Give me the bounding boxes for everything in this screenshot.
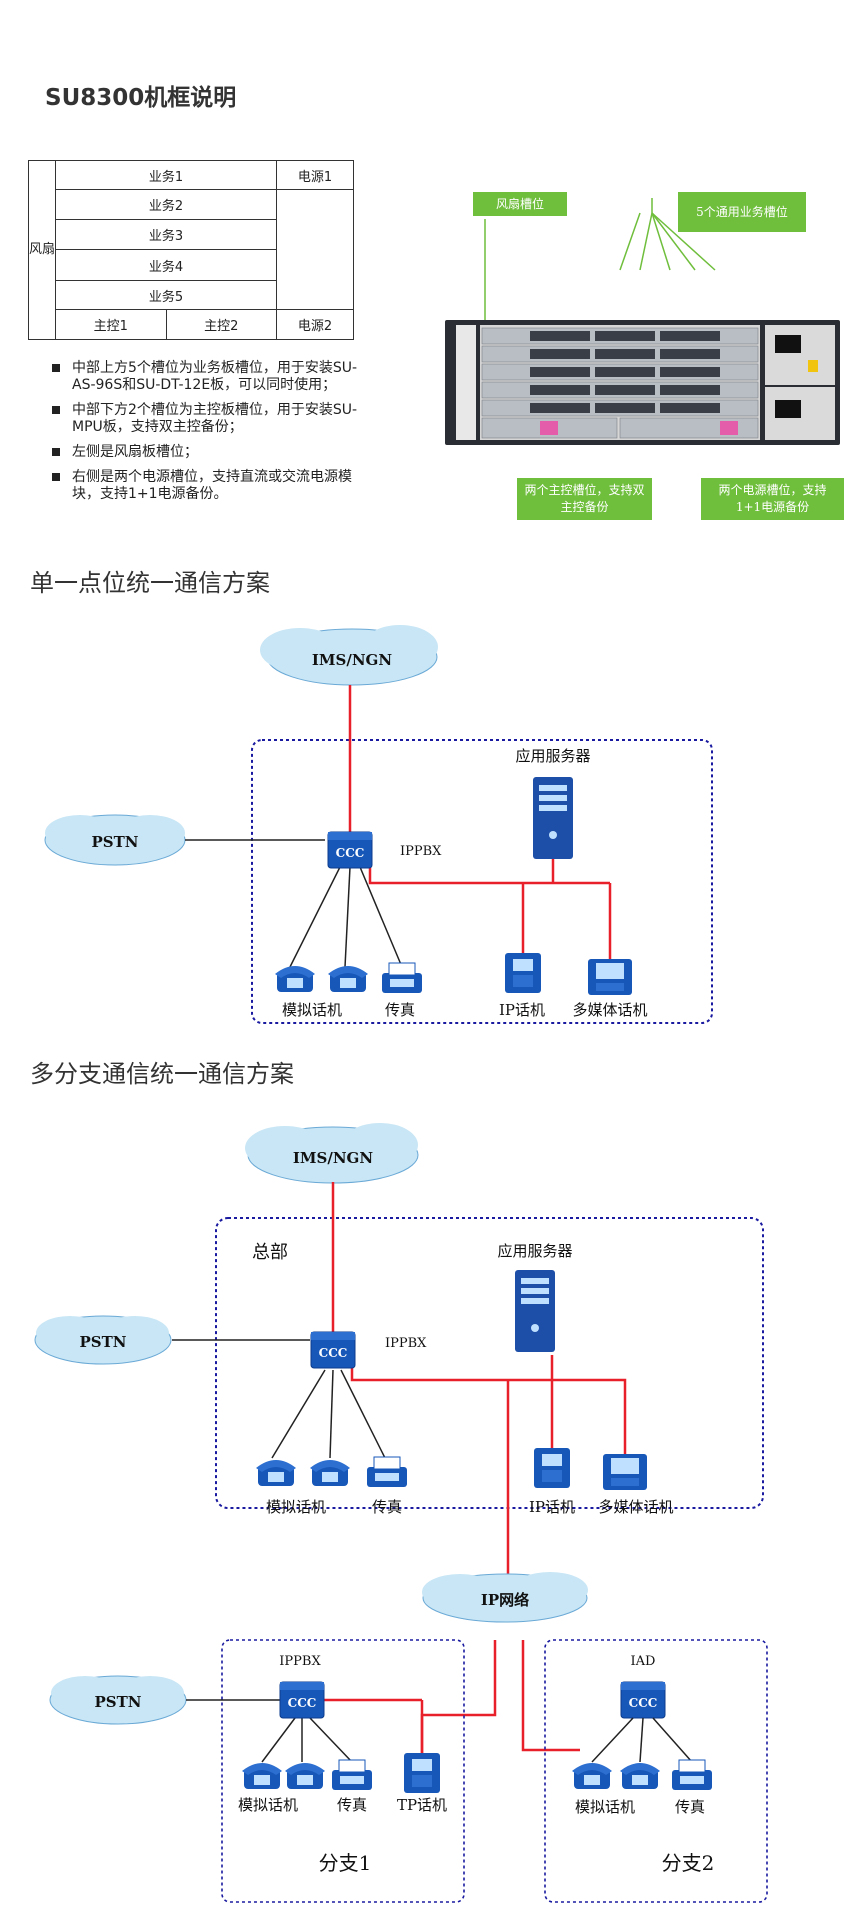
app-server-label: 应用服务器 <box>515 747 590 765</box>
analog-phone-icon <box>256 1460 296 1486</box>
power-slots-label: 两个电源槽位，支持1+1电源备份 <box>701 478 844 520</box>
analog-phone-icon <box>620 1763 660 1789</box>
branch2-fax-label: 传真 <box>675 1798 705 1816</box>
branch1-ippbx-device <box>279 1681 325 1719</box>
chassis-illustration <box>445 198 840 445</box>
list-item: 左侧是风扇板槽位； <box>52 444 372 461</box>
analog-phone-icon <box>328 966 368 992</box>
ip-phone-icon <box>404 1753 440 1793</box>
analog-links <box>185 839 403 968</box>
analog-links <box>172 1339 386 1459</box>
branch1-boundary <box>221 1639 465 1903</box>
multimedia-phone-icon <box>588 959 632 995</box>
app-server-icon <box>533 777 573 859</box>
analog-links <box>186 1699 353 1763</box>
multi-branch-diagram: IMS/NGN PSTN 总部 IPPBX 应用服务器 模拟话机 传真 IP话机… <box>34 1123 768 1903</box>
fax-label: 传真 <box>372 1498 402 1516</box>
analog-phone-icon <box>310 1460 350 1486</box>
iad-device <box>620 1681 666 1719</box>
analog-phone-icon <box>242 1763 282 1789</box>
ippbx-label: IPPBX <box>400 844 442 859</box>
analog-phone-label: 模拟话机 <box>282 1001 342 1019</box>
fan-slot-cell: 风扇 <box>28 160 56 340</box>
iad-label: IAD <box>631 1654 656 1669</box>
chassis-frame <box>445 320 840 445</box>
fax-icon <box>331 1759 373 1791</box>
branch1-fax-label: 传真 <box>337 1796 367 1814</box>
main-slot-2: 主控2 <box>165 309 277 340</box>
ip-phone-icon <box>534 1448 570 1488</box>
fax-icon <box>671 1759 713 1791</box>
power-slot-2: 电源2 <box>276 309 354 340</box>
fan-slot-label: 风扇槽位 <box>473 192 567 216</box>
branch1-pstn-label: PSTN <box>95 1693 142 1711</box>
multimedia-phone-label: 多媒体话机 <box>598 1498 673 1516</box>
cloud-ims-label: IMS/NGN <box>293 1149 373 1167</box>
cloud-pstn <box>44 814 186 866</box>
app-server-icon <box>515 1270 555 1352</box>
multimedia-phone-icon <box>603 1454 647 1490</box>
service-slot-3: 业务3 <box>55 218 277 251</box>
main-slot-1: 主控1 <box>55 309 167 340</box>
ip-phone-label: IP话机 <box>499 1001 545 1019</box>
section-heading-single: 单一点位统一通信方案 <box>30 569 270 597</box>
fax-icon <box>381 962 423 994</box>
list-item: 中部下方2个槽位为主控板槽位，用于安装SU-MPU板，支持双主控备份； <box>52 402 372 436</box>
app-server-label: 应用服务器 <box>497 1242 572 1260</box>
feature-list: 中部上方5个槽位为业务板槽位，用于安装SU-AS-96S和SU-DT-12E板，… <box>52 360 372 511</box>
cloud-pstn <box>49 1675 187 1725</box>
ippbx-label: IPPBX <box>385 1336 427 1351</box>
main-slots-label: 两个主控槽位，支持双主控备份 <box>517 478 652 520</box>
ip-phone-label: IP话机 <box>529 1498 575 1516</box>
analog-phone-label: 模拟话机 <box>266 1498 326 1516</box>
analog-phone-icon <box>572 1763 612 1789</box>
ip-links <box>322 1698 424 1760</box>
ippbx-device <box>310 1331 356 1369</box>
branch2-boundary <box>544 1639 768 1903</box>
cloud-pstn-label: PSTN <box>80 1333 127 1351</box>
cloud-ims-ngn <box>245 1123 419 1184</box>
service-slot-2: 业务2 <box>55 189 277 220</box>
hq-label: 总部 <box>252 1242 288 1263</box>
branch2-analog-label: 模拟话机 <box>575 1798 635 1816</box>
ip-network-label: IP网络 <box>481 1591 529 1609</box>
page-title: SU8300机框说明 <box>45 85 237 111</box>
slot-layout-table: 风扇 业务1 电源1 业务2 业务3 业务4 业务5 主控1 主控2 电源2 <box>28 159 354 340</box>
cloud-pstn <box>34 1315 172 1365</box>
branch1-name: 分支1 <box>319 1851 372 1875</box>
analog-links <box>591 1717 693 1763</box>
analog-phone-icon <box>285 1763 325 1789</box>
fax-icon <box>366 1456 408 1488</box>
single-site-diagram: CCC <box>44 625 713 1024</box>
branch2-name: 分支2 <box>662 1851 715 1875</box>
cloud-ip-network <box>422 1572 588 1623</box>
power-slot-empty <box>276 189 354 311</box>
cloud-ims-label: IMS/NGN <box>312 651 392 669</box>
service-slots-label: 5个通用业务槽位 <box>678 192 806 232</box>
ippbx-device <box>327 831 373 869</box>
service-slot-4: 业务4 <box>55 249 277 281</box>
branch1-ip-phone-label: TP话机 <box>397 1796 447 1814</box>
branch1-ippbx-label: IPPBX <box>279 1654 321 1669</box>
list-item: 右侧是两个电源槽位，支持直流或交流电源模块，支持1+1电源备份。 <box>52 469 372 503</box>
service-slot-1: 业务1 <box>55 159 277 191</box>
site-boundary <box>251 739 713 1024</box>
ip-phone-icon <box>505 953 541 993</box>
hq-boundary <box>215 1217 764 1509</box>
branch1-analog-label: 模拟话机 <box>238 1796 298 1814</box>
cloud-ims-ngn <box>260 625 438 686</box>
list-item: 中部上方5个槽位为业务板槽位，用于安装SU-AS-96S和SU-DT-12E板，… <box>52 360 372 394</box>
multimedia-phone-label: 多媒体话机 <box>572 1001 647 1019</box>
power-slot-1: 电源1 <box>276 159 354 191</box>
analog-phone-icon <box>275 966 315 992</box>
cloud-pstn-label: PSTN <box>92 833 139 851</box>
section-heading-multi: 多分支通信统一通信方案 <box>30 1060 294 1088</box>
service-slot-5: 业务5 <box>55 279 277 311</box>
fax-label: 传真 <box>385 1001 415 1019</box>
